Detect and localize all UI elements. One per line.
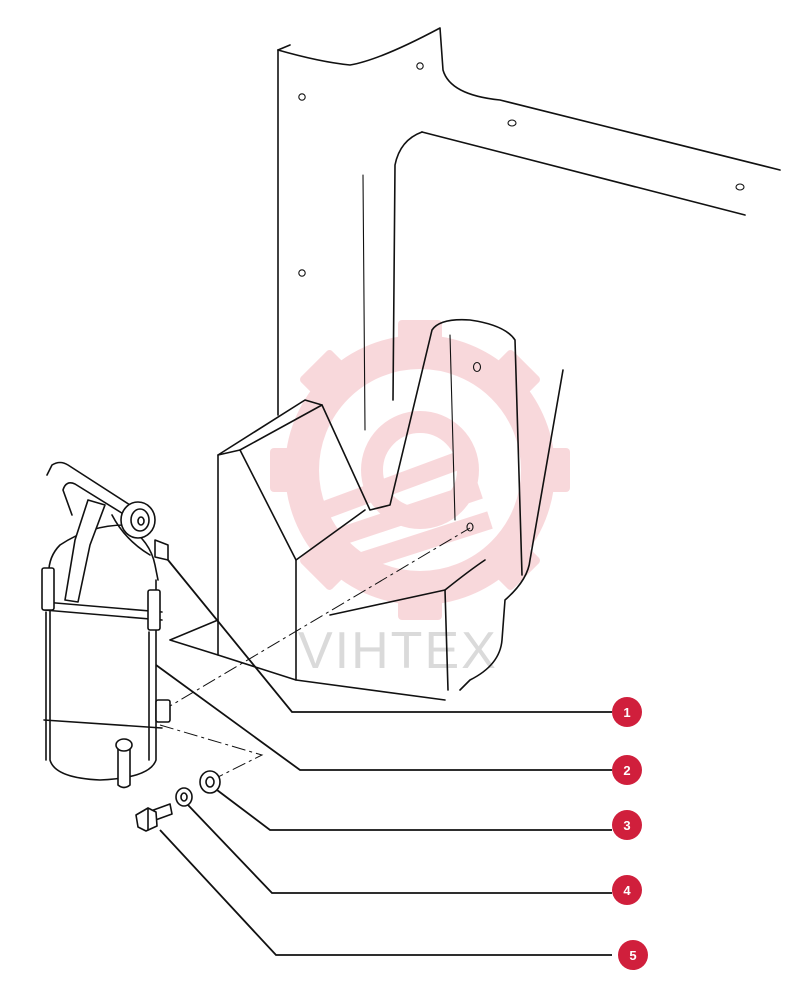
callout-badge-1[interactable]: 1	[612, 697, 642, 727]
callout-number-5: 5	[629, 948, 636, 963]
callout-badge-3[interactable]: 3	[612, 810, 642, 840]
watermark-gear-icon	[270, 320, 570, 620]
assembly-center-line	[159, 527, 471, 713]
frame-structure	[277, 27, 781, 431]
assembly-center-line-2	[159, 724, 264, 783]
watermark-text: VIHTEX	[298, 622, 498, 680]
callout-number-1: 1	[623, 705, 630, 720]
callout-number-2: 2	[623, 763, 630, 778]
leader-line-3	[216, 789, 612, 831]
leader-line-2	[155, 664, 612, 771]
leader-line-4	[187, 804, 612, 894]
callout-badge-5[interactable]: 5	[618, 940, 648, 970]
callout-number-4: 4	[623, 883, 631, 898]
fuel-filter-assembly	[41, 461, 171, 789]
callout-number-3: 3	[623, 818, 630, 833]
callout-badge-2[interactable]: 2	[612, 755, 642, 785]
lock-washer	[175, 787, 193, 807]
bolt	[135, 803, 173, 832]
leader-lines	[155, 559, 612, 956]
washer	[199, 770, 221, 794]
leader-line-1	[167, 559, 612, 713]
leader-line-5	[159, 829, 612, 956]
callout-badge-4[interactable]: 4	[612, 875, 642, 905]
